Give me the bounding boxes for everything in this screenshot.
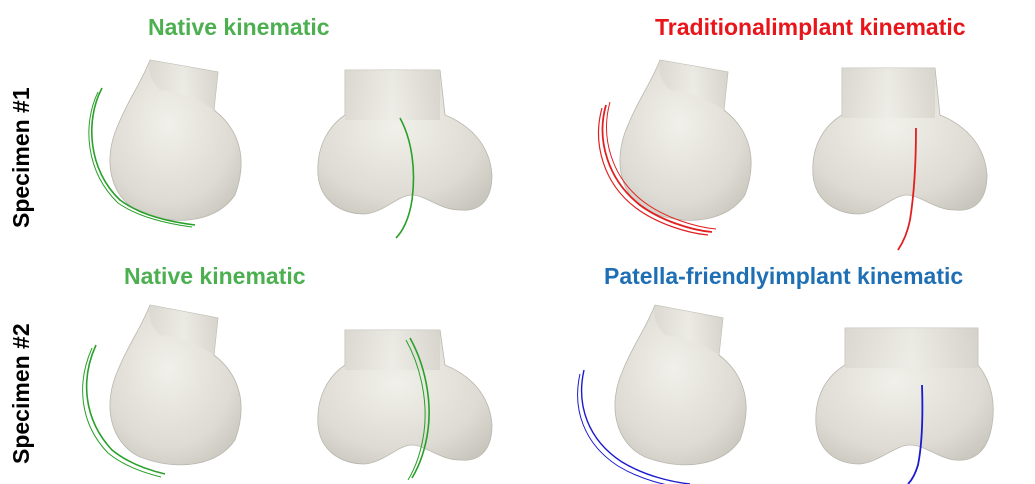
bone-front-r1-right (813, 68, 987, 214)
row-label-specimen-1: Specimen #1 (10, 87, 33, 228)
bone-lateral-r2-left (110, 305, 241, 465)
bone-lateral-r2-right (615, 305, 746, 465)
title-r1-right: Traditionalimplant kinematic (655, 16, 966, 39)
bone-front-r2-left (318, 330, 492, 464)
bone-lateral-r1-right (620, 60, 751, 220)
title-r2-left: Native kinematic (124, 265, 306, 288)
title-r1-left: Native kinematic (148, 16, 330, 39)
bone-front-r1-left (318, 70, 492, 214)
bone-front-r2-right (816, 328, 993, 464)
bone-lateral-r1-left (110, 60, 241, 220)
row-label-specimen-2: Specimen #2 (10, 323, 33, 464)
title-r2-right: Patella-friendlyimplant kinematic (604, 265, 963, 288)
